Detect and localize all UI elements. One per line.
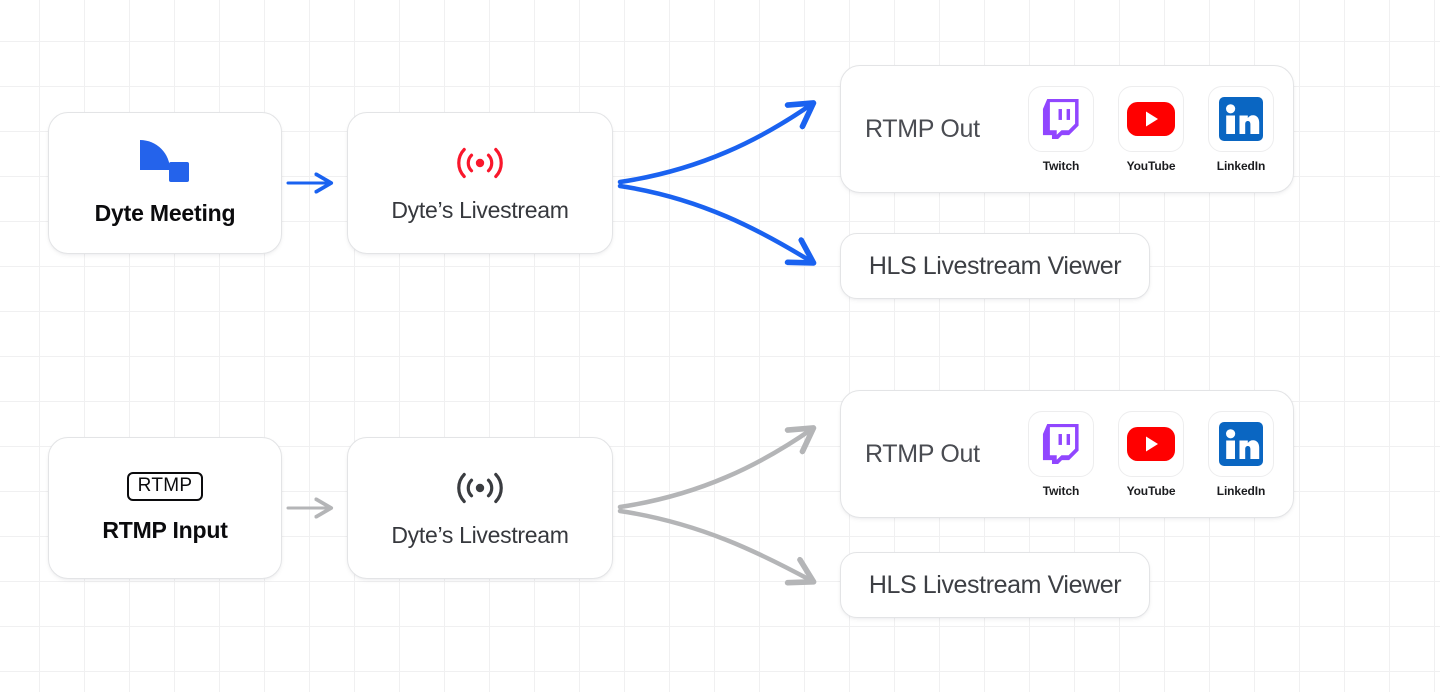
node-hls-bot[interactable]: HLS Livestream Viewer — [840, 552, 1150, 618]
node-dyte-meeting-label: Dyte Meeting — [94, 199, 236, 226]
youtube-label: YouTube — [1126, 158, 1176, 173]
platform-linkedin-top[interactable]: LinkedIn — [1207, 85, 1275, 173]
hls-top-label: HLS Livestream Viewer — [868, 251, 1122, 280]
node-livestream-bot[interactable]: Dyte’s Livestream — [347, 437, 613, 579]
rtmpout-top-title: RTMP Out — [865, 114, 980, 143]
node-rtmpout-bot[interactable]: RTMP Out Twitch — [840, 390, 1294, 518]
twitch-tile[interactable] — [1028, 85, 1094, 152]
rtmp-badge-icon: RTMP — [126, 471, 204, 502]
dyte-logo-icon — [140, 139, 190, 184]
twitch-tile[interactable] — [1028, 410, 1094, 477]
twitch-icon — [1042, 423, 1079, 464]
node-livestream-top-label: Dyte’s Livestream — [391, 196, 569, 223]
platform-linkedin-bot[interactable]: LinkedIn — [1207, 410, 1275, 498]
youtube-icon — [1127, 101, 1175, 136]
linkedin-label: LinkedIn — [1216, 483, 1266, 498]
linkedin-label: LinkedIn — [1216, 158, 1266, 173]
twitch-label: Twitch — [1042, 483, 1080, 498]
hls-bot-label: HLS Livestream Viewer — [868, 570, 1122, 599]
linkedin-tile[interactable] — [1208, 410, 1274, 477]
youtube-label: YouTube — [1126, 483, 1176, 498]
youtube-tile[interactable] — [1118, 85, 1184, 152]
platform-list-top: Twitch YouTube — [1027, 85, 1275, 173]
node-rtmp-input-label: RTMP Input — [102, 517, 228, 544]
node-livestream-bot-label: Dyte’s Livestream — [391, 521, 569, 548]
broadcast-icon — [457, 147, 503, 178]
twitch-icon — [1042, 98, 1079, 139]
platform-twitch-bot[interactable]: Twitch — [1027, 410, 1095, 498]
node-rtmp-input[interactable]: RTMP RTMP Input — [48, 437, 282, 579]
twitch-label: Twitch — [1042, 158, 1080, 173]
rtmpout-bot-title: RTMP Out — [865, 439, 980, 468]
linkedin-tile[interactable] — [1208, 85, 1274, 152]
linkedin-icon — [1219, 96, 1263, 141]
node-rtmpout-top[interactable]: RTMP Out Twitch — [840, 65, 1294, 193]
platform-twitch-top[interactable]: Twitch — [1027, 85, 1095, 173]
broadcast-icon — [457, 472, 503, 503]
node-dyte-meeting[interactable]: Dyte Meeting — [48, 112, 282, 254]
node-hls-top[interactable]: HLS Livestream Viewer — [840, 233, 1150, 299]
platform-list-bot: Twitch YouTube — [1027, 410, 1275, 498]
youtube-icon — [1127, 426, 1175, 461]
platform-youtube-top[interactable]: YouTube — [1117, 85, 1185, 173]
node-livestream-top[interactable]: Dyte’s Livestream — [347, 112, 613, 254]
linkedin-icon — [1219, 421, 1263, 466]
youtube-tile[interactable] — [1118, 410, 1184, 477]
platform-youtube-bot[interactable]: YouTube — [1117, 410, 1185, 498]
